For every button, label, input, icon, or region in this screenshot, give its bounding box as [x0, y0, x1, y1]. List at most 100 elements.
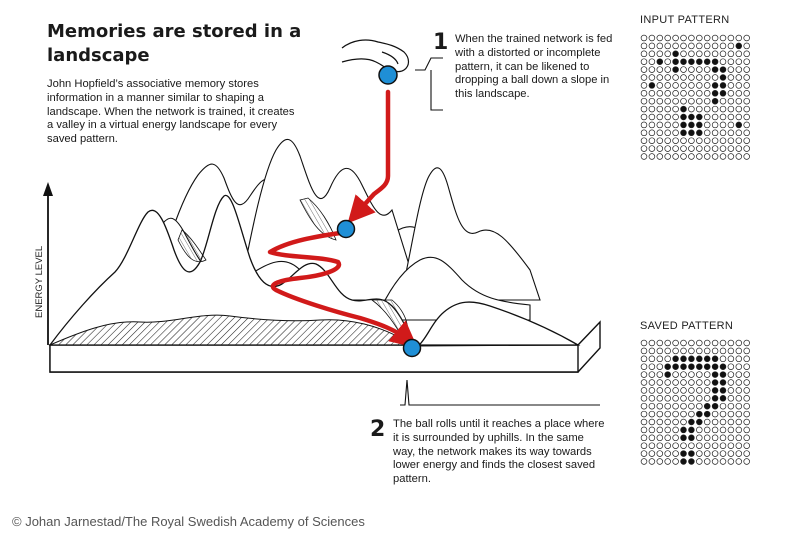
- saved-pattern-empty-cell: [648, 395, 656, 402]
- input-pattern-empty-cell: [664, 129, 671, 137]
- saved-pattern-empty-cell: [696, 458, 703, 465]
- input-pattern-empty-cell: [672, 97, 679, 105]
- saved-pattern-empty-cell: [727, 363, 735, 370]
- input-pattern-empty-cell: [656, 129, 664, 137]
- saved-pattern-filled-cell: [680, 458, 687, 465]
- saved-pattern-empty-cell: [664, 395, 671, 402]
- saved-pattern-filled-cell: [703, 363, 711, 370]
- saved-pattern-empty-cell: [664, 387, 671, 394]
- input-pattern-filled-cell: [696, 58, 703, 65]
- saved-pattern-empty-cell: [656, 434, 664, 442]
- input-pattern-empty-cell: [640, 42, 648, 50]
- saved-pattern-empty-cell: [719, 434, 727, 442]
- saved-pattern-empty-cell: [696, 434, 703, 442]
- saved-pattern-empty-cell: [727, 442, 735, 449]
- input-pattern-empty-cell: [719, 137, 727, 144]
- saved-pattern-empty-cell: [648, 402, 656, 410]
- saved-pattern-empty-cell: [640, 458, 648, 465]
- input-pattern-empty-cell: [688, 74, 695, 81]
- saved-pattern-filled-cell: [680, 450, 687, 457]
- input-pattern-empty-cell: [696, 42, 703, 50]
- saved-pattern-empty-cell: [640, 387, 648, 394]
- saved-pattern-empty-cell: [735, 410, 743, 418]
- saved-pattern-empty-cell: [680, 402, 687, 410]
- input-pattern-empty-cell: [648, 90, 656, 97]
- saved-pattern-empty-cell: [735, 434, 743, 442]
- input-pattern-empty-cell: [664, 42, 671, 50]
- input-pattern-empty-cell: [648, 97, 656, 105]
- saved-pattern-empty-cell: [743, 458, 750, 465]
- input-pattern-empty-cell: [727, 97, 735, 105]
- saved-pattern-empty-cell: [640, 442, 648, 449]
- input-pattern-empty-cell: [672, 129, 679, 137]
- input-pattern-empty-cell: [680, 50, 687, 58]
- saved-pattern-empty-cell: [664, 339, 671, 347]
- step-1-text: When the trained network is fed with a d…: [455, 33, 613, 101]
- input-pattern-empty-cell: [727, 82, 735, 89]
- saved-pattern-empty-cell: [735, 339, 743, 347]
- saved-pattern-empty-cell: [703, 418, 711, 426]
- saved-pattern-filled-cell: [680, 363, 687, 370]
- input-pattern-empty-cell: [696, 74, 703, 81]
- saved-pattern-empty-cell: [688, 410, 695, 418]
- input-pattern-filled-cell: [672, 66, 679, 73]
- saved-pattern-filled-cell: [703, 402, 711, 410]
- saved-pattern-empty-cell: [656, 379, 664, 386]
- saved-pattern-empty-cell: [703, 442, 711, 449]
- input-pattern-empty-cell: [727, 42, 735, 50]
- input-pattern-empty-cell: [664, 58, 671, 65]
- saved-pattern-empty-cell: [680, 379, 687, 386]
- input-pattern-empty-cell: [711, 121, 719, 129]
- saved-pattern-empty-cell: [735, 450, 743, 457]
- step-1-callout-bracket: [415, 57, 443, 111]
- input-pattern-empty-cell: [680, 42, 687, 50]
- saved-pattern-empty-cell: [656, 418, 664, 426]
- saved-pattern-empty-cell: [743, 355, 750, 363]
- input-pattern-empty-cell: [743, 50, 750, 58]
- saved-pattern-empty-cell: [719, 418, 727, 426]
- saved-pattern-empty-cell: [743, 402, 750, 410]
- input-pattern-empty-cell: [688, 34, 695, 42]
- saved-pattern-empty-cell: [743, 410, 750, 418]
- saved-pattern-empty-cell: [648, 355, 656, 363]
- saved-pattern-empty-cell: [640, 339, 648, 347]
- input-pattern-empty-cell: [711, 50, 719, 58]
- input-pattern-empty-cell: [703, 145, 711, 152]
- input-pattern-empty-cell: [680, 82, 687, 89]
- input-pattern-empty-cell: [656, 66, 664, 73]
- saved-pattern-empty-cell: [727, 379, 735, 386]
- saved-pattern-empty-cell: [664, 434, 671, 442]
- input-pattern-empty-cell: [696, 50, 703, 58]
- input-pattern-empty-cell: [735, 58, 743, 65]
- saved-pattern-empty-cell: [672, 395, 679, 402]
- saved-pattern-filled-cell: [719, 387, 727, 394]
- input-pattern-empty-cell: [735, 66, 743, 73]
- saved-pattern-filled-cell: [711, 379, 719, 386]
- input-pattern-empty-cell: [743, 66, 750, 73]
- input-pattern-empty-cell: [719, 105, 727, 113]
- saved-pattern-empty-cell: [735, 402, 743, 410]
- saved-pattern-empty-cell: [735, 387, 743, 394]
- saved-pattern-empty-cell: [672, 339, 679, 347]
- input-pattern-empty-cell: [648, 74, 656, 81]
- saved-pattern-filled-cell: [711, 371, 719, 378]
- input-pattern-empty-cell: [711, 153, 719, 160]
- saved-pattern-empty-cell: [648, 418, 656, 426]
- saved-pattern-empty-cell: [688, 347, 695, 355]
- input-pattern-empty-cell: [719, 42, 727, 50]
- input-pattern-empty-cell: [672, 42, 679, 50]
- input-pattern-filled-cell: [680, 121, 687, 129]
- saved-pattern-empty-cell: [696, 347, 703, 355]
- saved-pattern-empty-cell: [640, 371, 648, 378]
- input-pattern-empty-cell: [656, 50, 664, 58]
- saved-pattern-empty-cell: [648, 442, 656, 449]
- saved-pattern-empty-cell: [727, 387, 735, 394]
- saved-pattern-empty-cell: [656, 339, 664, 347]
- saved-pattern-empty-cell: [672, 426, 679, 434]
- saved-pattern-filled-cell: [696, 418, 703, 426]
- input-pattern-empty-cell: [656, 137, 664, 144]
- input-pattern-empty-cell: [711, 145, 719, 152]
- saved-pattern-empty-cell: [672, 410, 679, 418]
- input-pattern-empty-cell: [711, 34, 719, 42]
- input-pattern-empty-cell: [727, 129, 735, 137]
